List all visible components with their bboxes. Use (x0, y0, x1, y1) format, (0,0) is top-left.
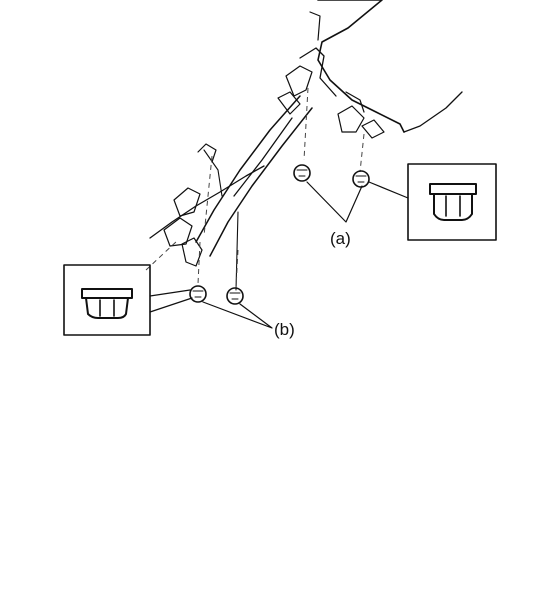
nut-a1 (293, 164, 311, 182)
nut-a2 (352, 170, 370, 188)
label-b: (b) (274, 320, 295, 339)
callout-b (202, 301, 273, 329)
nut-b1 (189, 285, 207, 303)
detail-box-right (368, 163, 497, 241)
label-a: (a) (330, 229, 351, 248)
alignment-lines (145, 87, 365, 289)
detail-box-left (63, 264, 193, 336)
arm-bracket (149, 95, 313, 291)
nut-b2 (226, 287, 244, 305)
housing-body (277, 0, 463, 139)
callout-a (306, 181, 363, 223)
cap-nut-icon (429, 183, 477, 221)
cap-nut-icon (81, 288, 133, 319)
